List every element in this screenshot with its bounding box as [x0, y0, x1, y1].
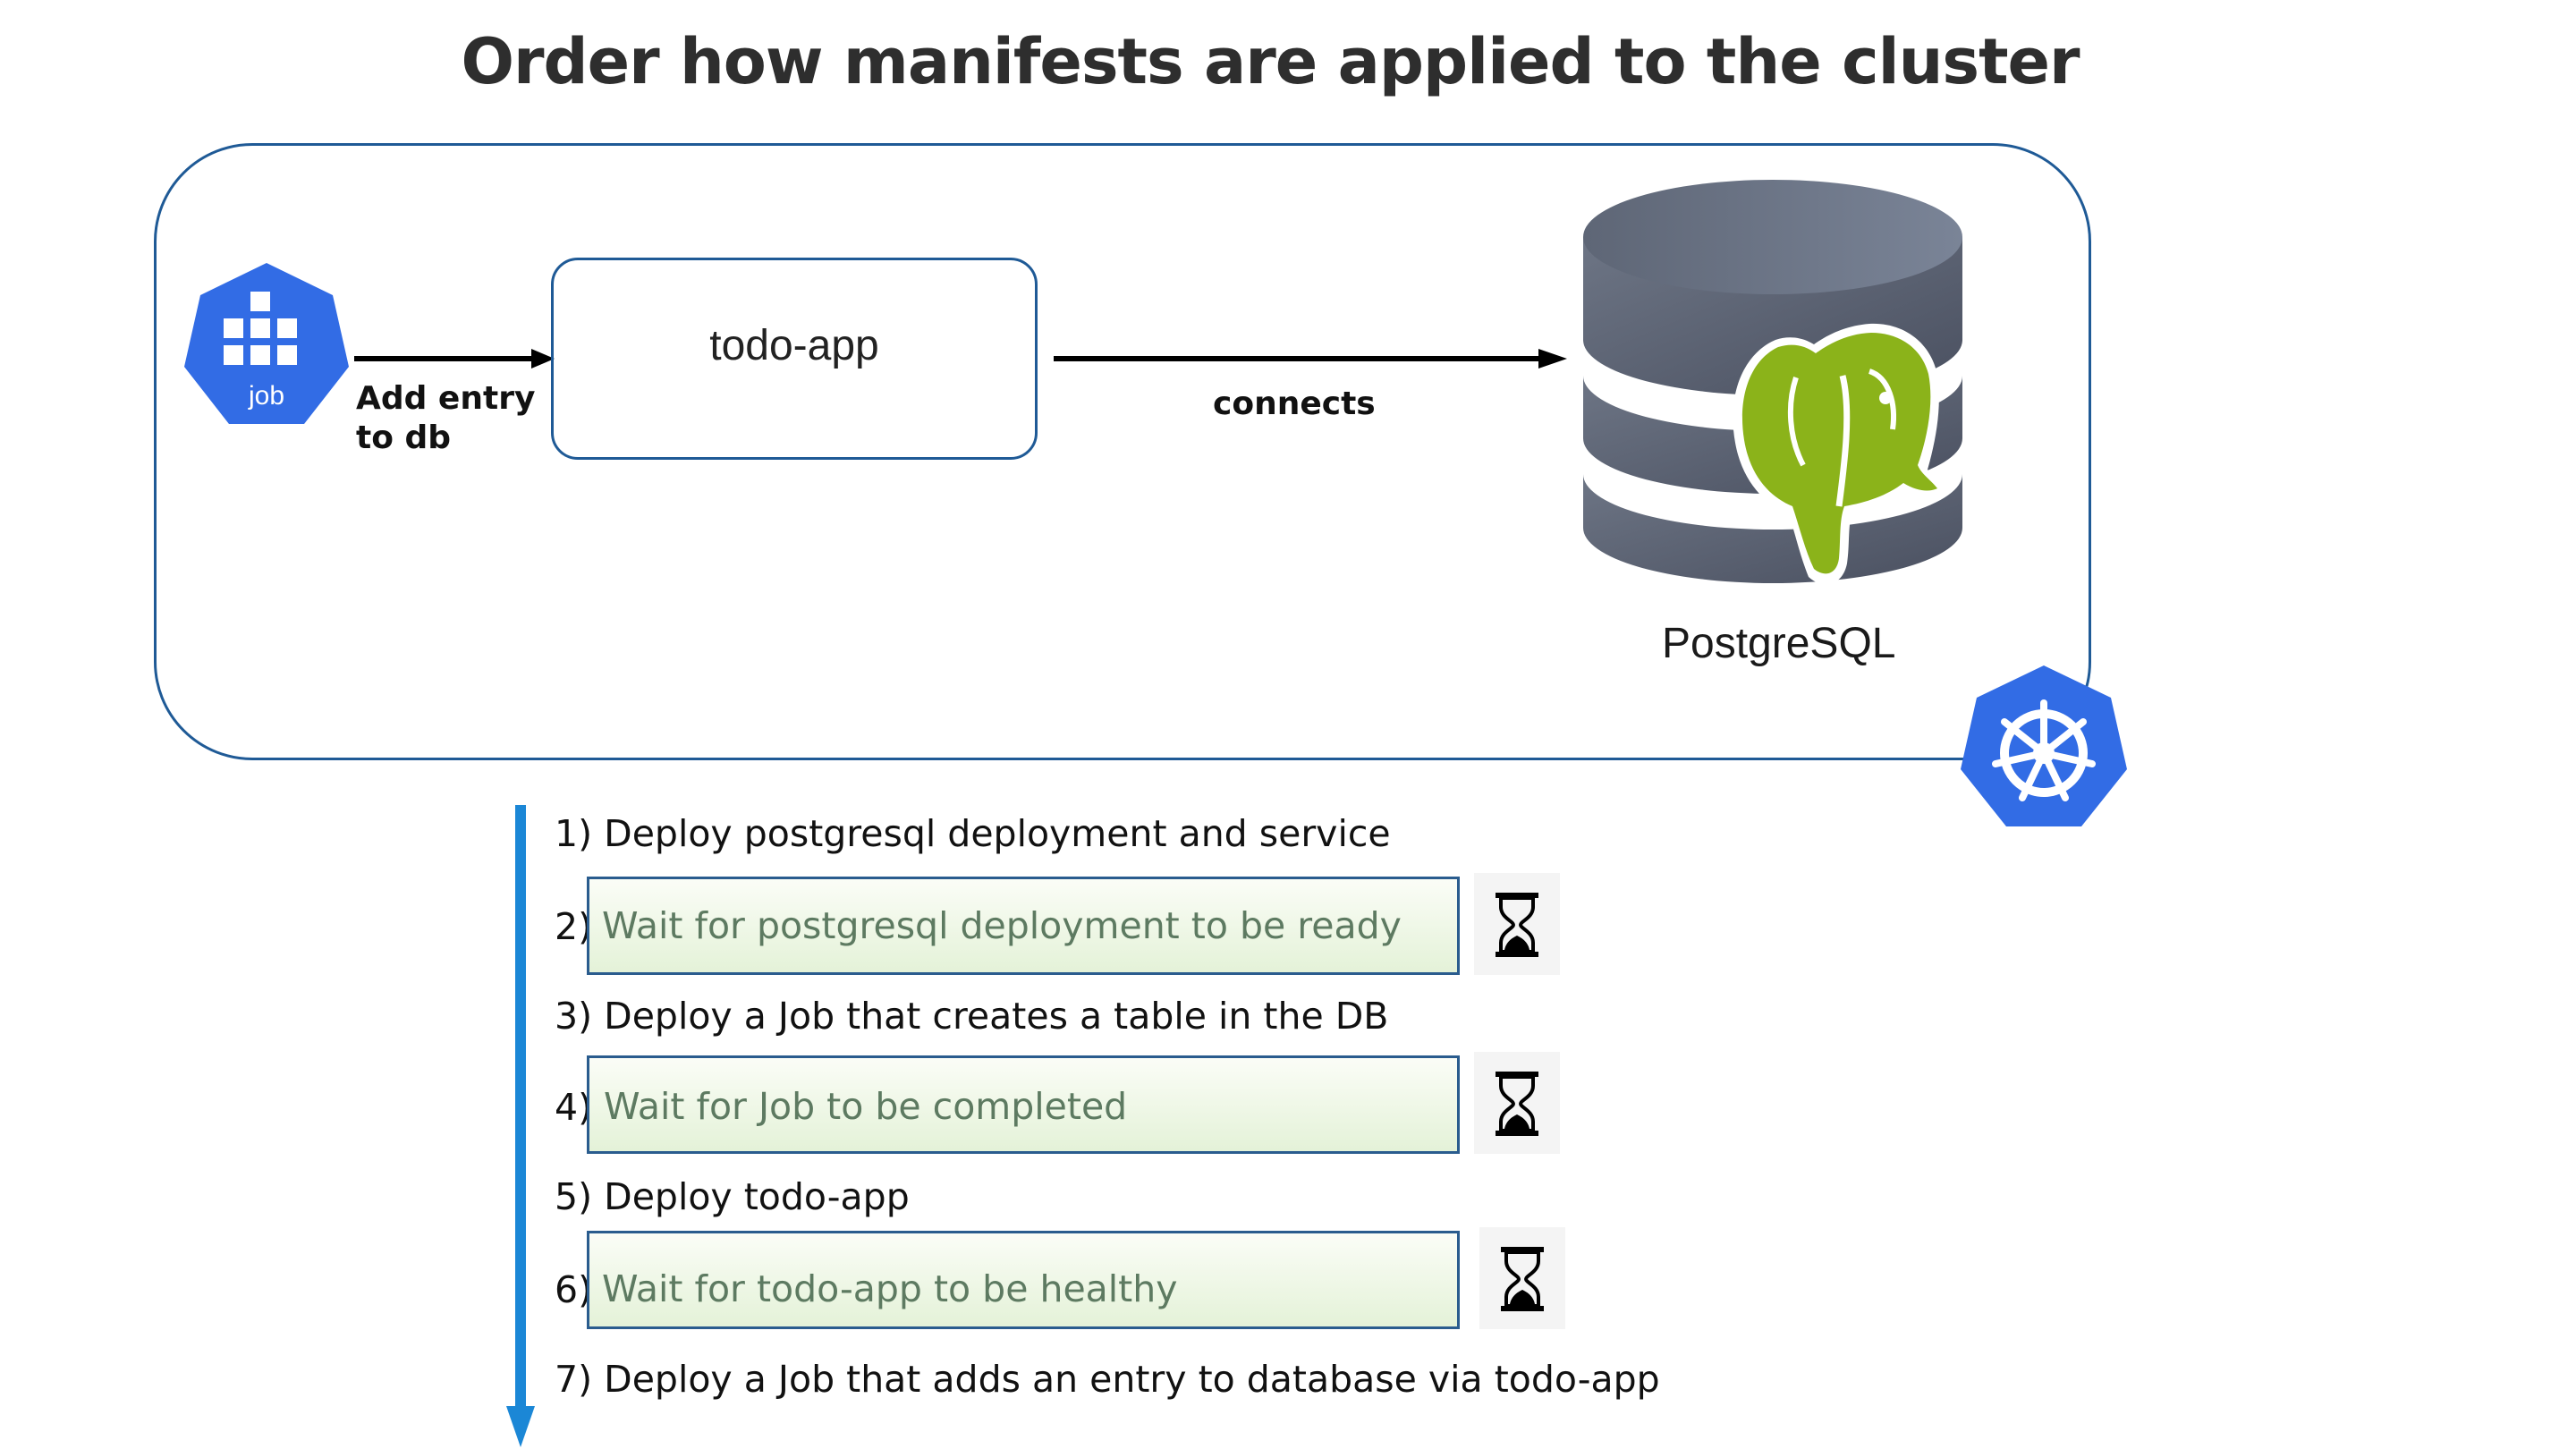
- step-4-text: Wait for Job to be completed: [604, 1085, 1128, 1128]
- step-3: 3) Deploy a Job that creates a table in …: [555, 995, 1388, 1038]
- step-1: 1) Deploy postgresql deployment and serv…: [555, 812, 1391, 855]
- job-icon: job: [182, 259, 351, 429]
- step-text: Deploy todo-app: [604, 1175, 910, 1218]
- database-icon: [1574, 170, 1995, 599]
- step-number: 5): [555, 1175, 593, 1218]
- step-6-number: 6): [555, 1268, 593, 1311]
- timeline-arrow: [506, 805, 535, 1447]
- step-text: Deploy postgresql deployment and service: [604, 812, 1391, 855]
- kubernetes-icon: [1959, 662, 2129, 832]
- step-number: 7): [555, 1358, 593, 1401]
- todo-app-label: todo-app: [709, 321, 879, 369]
- postgresql-label: PostgreSQL: [1662, 620, 1896, 667]
- hourglass-icon: [1474, 1052, 1560, 1154]
- hourglass-icon: [1474, 873, 1560, 975]
- postgres-elephant-icon: [1733, 323, 1950, 585]
- step-7: 7) Deploy a Job that adds an entry to da…: [555, 1358, 1660, 1401]
- job-icon-text: job: [248, 381, 284, 411]
- hourglass-icon: [1479, 1227, 1565, 1329]
- step-4-number: 4): [555, 1086, 593, 1129]
- step-text: Deploy a Job that creates a table in the…: [604, 995, 1389, 1038]
- job-to-app-arrow: [354, 349, 555, 369]
- wait-box: Wait for todo-app to be healthy: [587, 1231, 1460, 1329]
- step-2-text: Wait for postgresql deployment to be rea…: [602, 904, 1402, 947]
- add-entry-label: Add entry to db: [356, 380, 536, 456]
- app-to-db-arrow: [1054, 349, 1567, 369]
- todo-app-box: todo-app: [551, 258, 1038, 460]
- connects-label: connects: [1213, 386, 1376, 422]
- step-6-text: Wait for todo-app to be healthy: [602, 1267, 1178, 1310]
- wait-box: Wait for postgresql deployment to be rea…: [587, 877, 1460, 975]
- step-text: Deploy a Job that adds an entry to datab…: [604, 1358, 1660, 1401]
- step-5: 5) Deploy todo-app: [555, 1175, 910, 1218]
- wait-box: Wait for Job to be completed: [587, 1055, 1460, 1154]
- step-number: 1): [555, 812, 593, 855]
- cluster-boundary: [154, 143, 2091, 760]
- diagram-title: Order how manifests are applied to the c…: [461, 25, 2080, 98]
- step-number: 3): [555, 995, 593, 1038]
- step-2-number: 2): [555, 905, 593, 948]
